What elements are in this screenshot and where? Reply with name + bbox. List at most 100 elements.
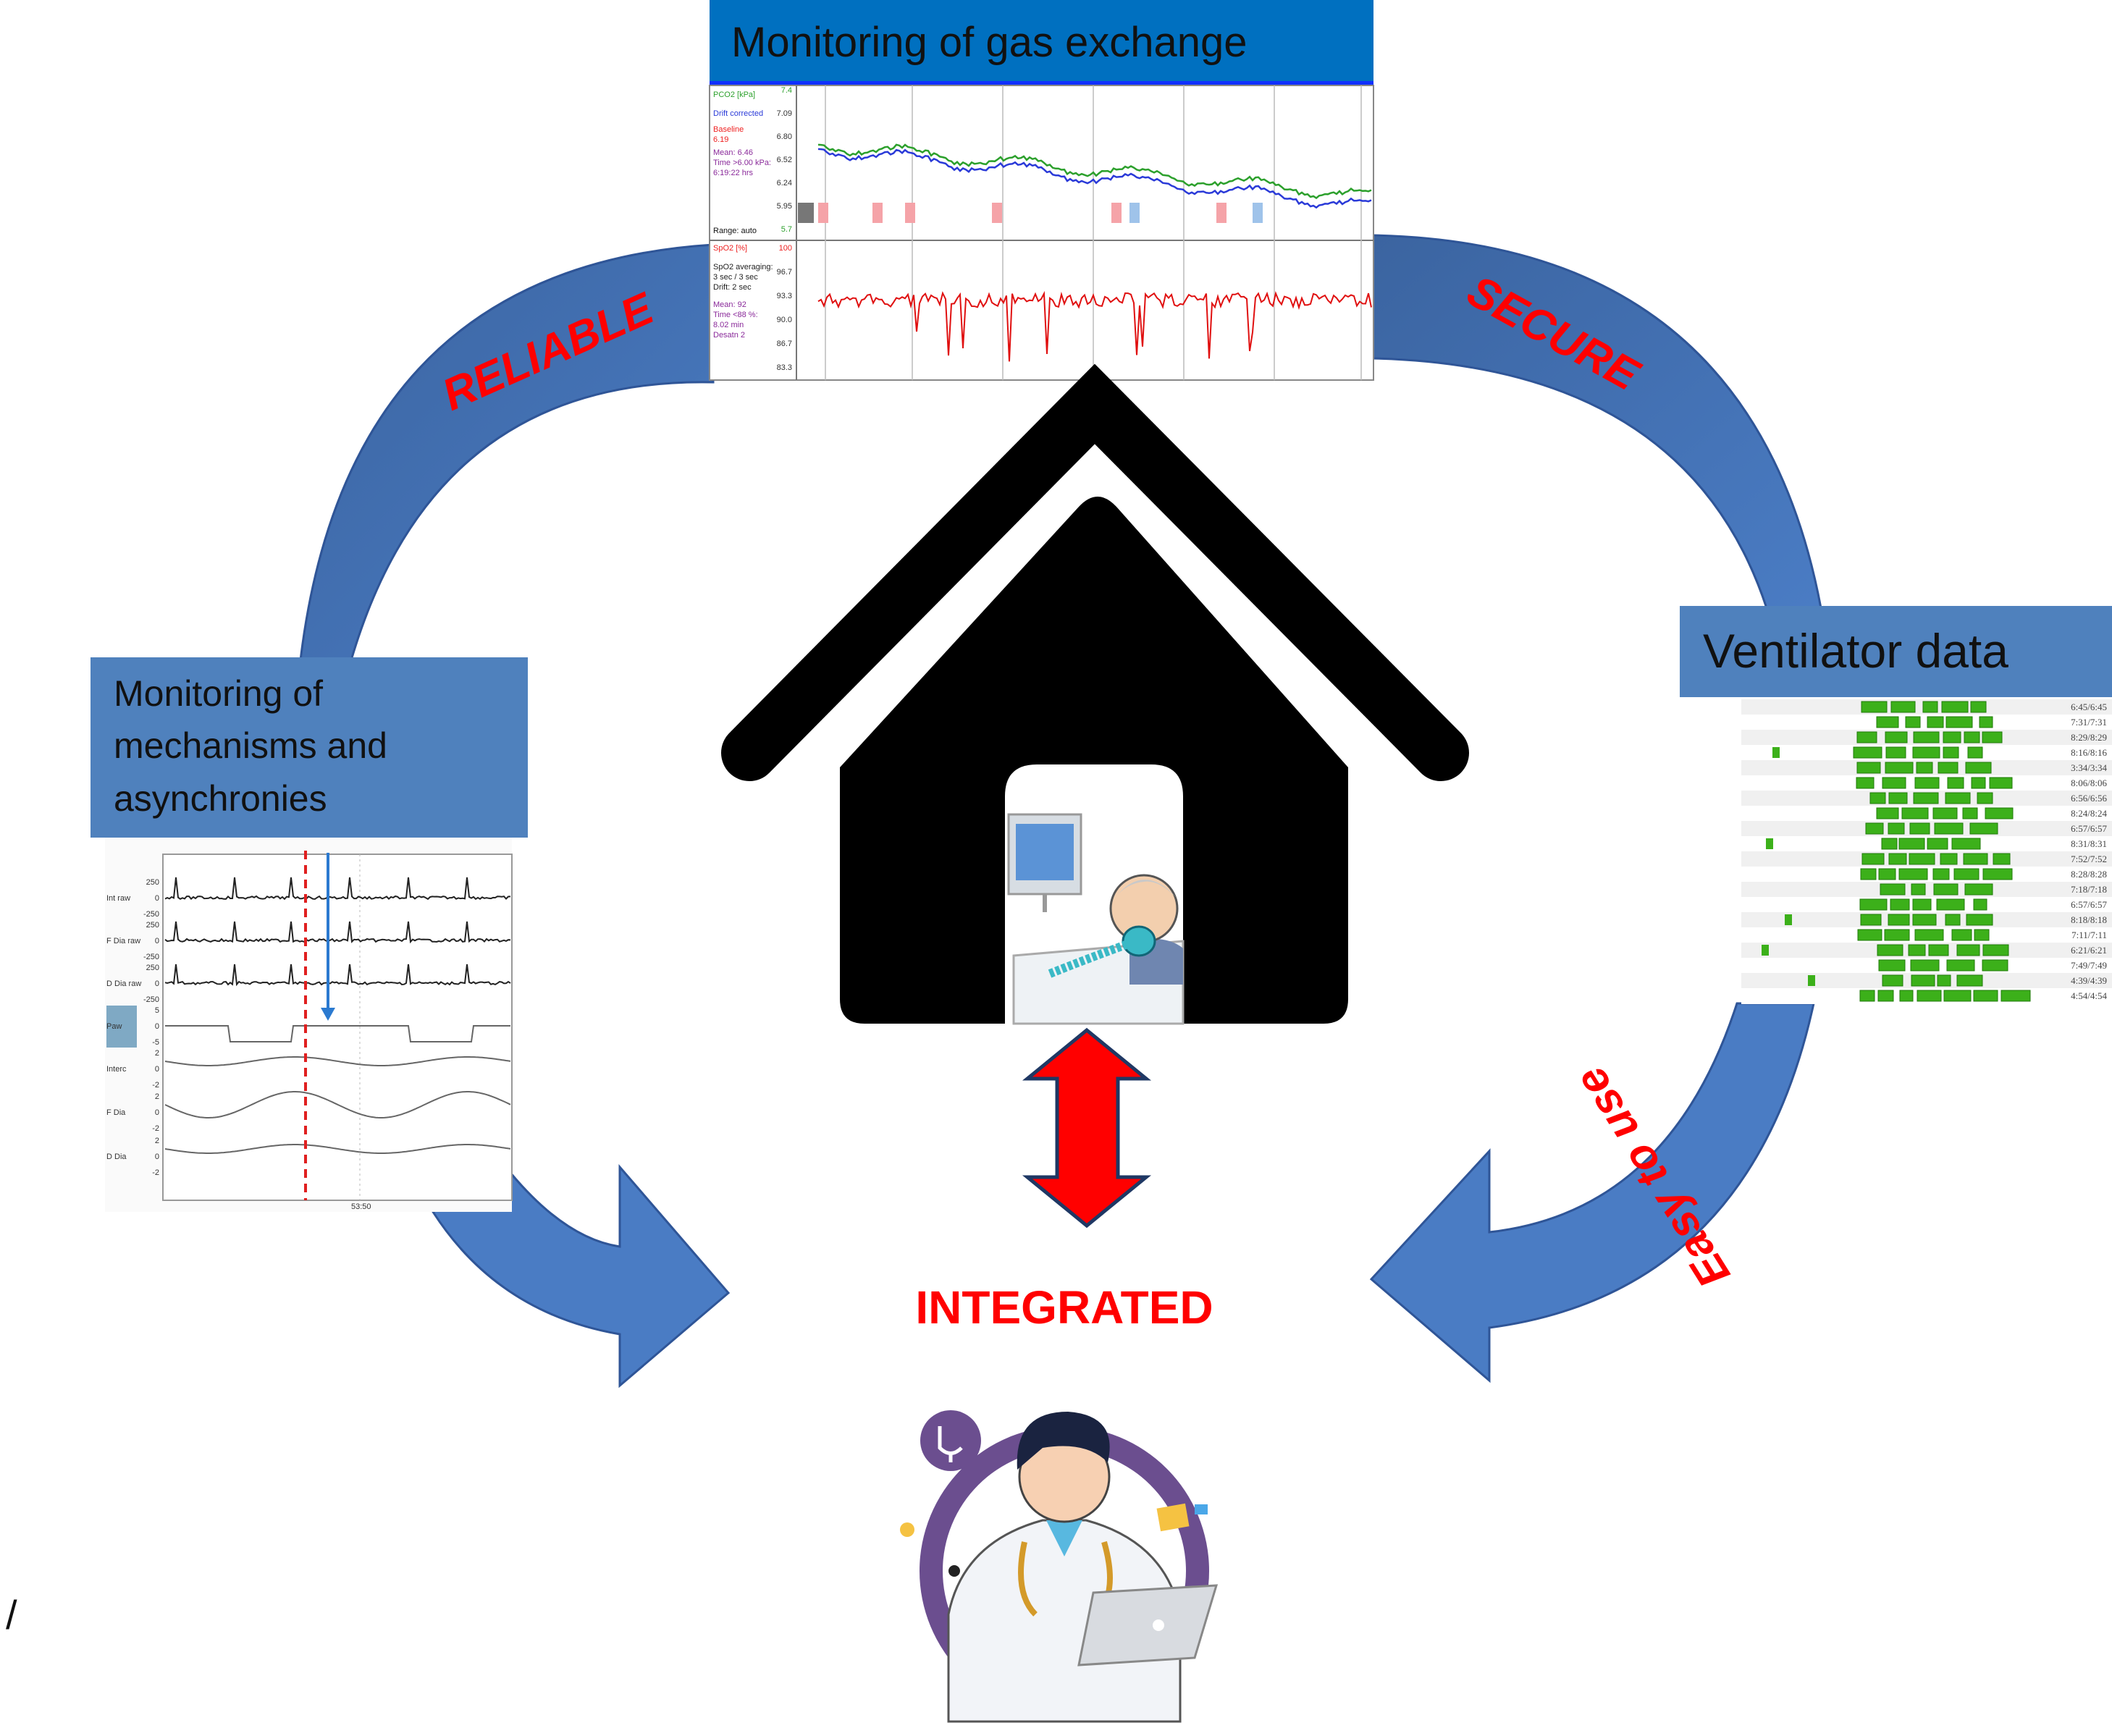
vent-bar [1909, 822, 1930, 835]
channel-tick: 0 [155, 937, 159, 945]
channel-tick: 250 [146, 964, 159, 972]
pco2-tick: 6.24 [777, 179, 792, 187]
vent-row-label: 4:39/4:39 [2071, 975, 2107, 986]
vent-bar [1977, 792, 1993, 804]
vent-bar [1971, 777, 1986, 789]
vent-bar [1877, 990, 1894, 1002]
vent-bar [1937, 974, 1951, 987]
vent-bar [1888, 792, 1908, 804]
gas-title-bar [710, 0, 1373, 84]
gas-left-labels: PCO2 [kPa] Drift corrected Baseline 6.19… [713, 90, 773, 340]
channel-tick: 250 [146, 921, 159, 930]
vent-bar [1890, 898, 1910, 911]
vent-bar [1943, 990, 1972, 1002]
vent-bar [1890, 701, 1916, 713]
vent-bar [1876, 716, 1899, 728]
vent-bar [1881, 838, 1898, 850]
vent-bar [1945, 716, 1973, 728]
vent-bar [1973, 990, 1998, 1002]
channel-label: Interc [106, 1065, 127, 1074]
vent-bar [1974, 929, 1990, 941]
slash-mark: / [6, 1592, 17, 1638]
vent-bar [1911, 974, 1935, 987]
vent-row-label: 8:16/8:16 [2071, 747, 2107, 758]
channel-trace [164, 877, 511, 901]
spo2-tick: 93.3 [777, 292, 792, 300]
vent-bar [1888, 853, 1907, 865]
channel-tick: 5 [155, 1006, 159, 1015]
spo2-tick: 96.7 [777, 268, 792, 277]
vent-bar [1963, 853, 1988, 865]
vent-bar [1940, 853, 1958, 865]
channel-label: D Dia raw [106, 979, 141, 988]
channel-tick: -5 [152, 1038, 159, 1047]
vent-row-label: 8:31/8:31 [2071, 838, 2107, 849]
spo2-label: SpO2 [%] [713, 244, 747, 253]
spo2-time-value: 8.02 min [713, 321, 744, 329]
vent-bar [1885, 746, 1906, 759]
spo2-tick: 83.3 [777, 363, 792, 372]
vent-bar [1938, 762, 1959, 774]
channel-tick: -250 [143, 995, 159, 1004]
arrow-down-icon [321, 1008, 335, 1021]
channel-label: Paw [106, 1022, 122, 1031]
vent-bar [1970, 701, 1987, 713]
vent-bar [1901, 807, 1929, 819]
vent-bar [1808, 975, 1815, 986]
vent-bar [1982, 731, 2003, 743]
event-marker [872, 203, 883, 223]
vent-bar [1898, 838, 1925, 850]
vent-bar [1856, 777, 1875, 789]
baseline-value: 6.19 [713, 135, 728, 144]
vent-bar [1982, 868, 2013, 880]
mechanisms-title-line-2: mechanisms and [114, 725, 387, 766]
vent-bar [1878, 868, 1896, 880]
vent-bar [1962, 807, 1978, 819]
arrow-lower-left [431, 1163, 731, 1389]
vent-bar [1945, 792, 1971, 804]
event-marker [1129, 203, 1140, 223]
double-arrow-icon [1022, 1027, 1152, 1229]
vent-bar [1888, 914, 1910, 926]
vent-bar [1946, 959, 1975, 972]
vent-bar [1766, 838, 1773, 849]
vent-bar [1885, 731, 1908, 743]
channel-label: F Dia [106, 1108, 126, 1117]
pco2-tick: 7.4 [781, 86, 792, 95]
vent-bar [1916, 762, 1933, 774]
vent-bar [1888, 822, 1905, 835]
vent-row-label: 7:52/7:52 [2071, 854, 2107, 864]
channel-trace [165, 1025, 510, 1042]
channel-label: Int raw [106, 894, 130, 903]
event-marker [1253, 203, 1263, 223]
arc-upper-right [1371, 234, 1822, 610]
gas-exchange-panel: Monitoring of gas exchange PCO2 [kPa] Dr… [709, 0, 1374, 381]
vent-bar [1941, 701, 1969, 713]
channel-tick: -2 [152, 1081, 159, 1090]
vent-row-label: 6:45/6:45 [2071, 701, 2107, 712]
vent-bar [1899, 990, 1914, 1002]
ventilator-title: Ventilator data [1703, 624, 2008, 678]
paw-highlight [106, 1006, 137, 1048]
vent-bar [1885, 762, 1914, 774]
channel-tick: 0 [155, 979, 159, 988]
channel-trace [164, 921, 511, 944]
vent-row-bg [1741, 943, 2112, 958]
vent-bar [1853, 746, 1882, 759]
vent-bar [1979, 716, 1993, 728]
mechanisms-title-box [91, 657, 528, 838]
channel-tick: -250 [143, 910, 159, 919]
channel-tick: -2 [152, 1168, 159, 1177]
channel-trace [164, 1056, 511, 1066]
house-icon [721, 363, 1469, 1025]
vent-bar [1943, 731, 1961, 743]
vent-bar [1967, 746, 1983, 759]
vent-bar [1964, 731, 1980, 743]
spo2-avg: SpO2 averaging: [713, 263, 773, 271]
spo2-tick: 100 [779, 244, 792, 253]
vent-bar [1914, 777, 1940, 789]
vent-bar [2000, 990, 2031, 1002]
vent-row-label: 6:56/6:56 [2071, 793, 2107, 804]
